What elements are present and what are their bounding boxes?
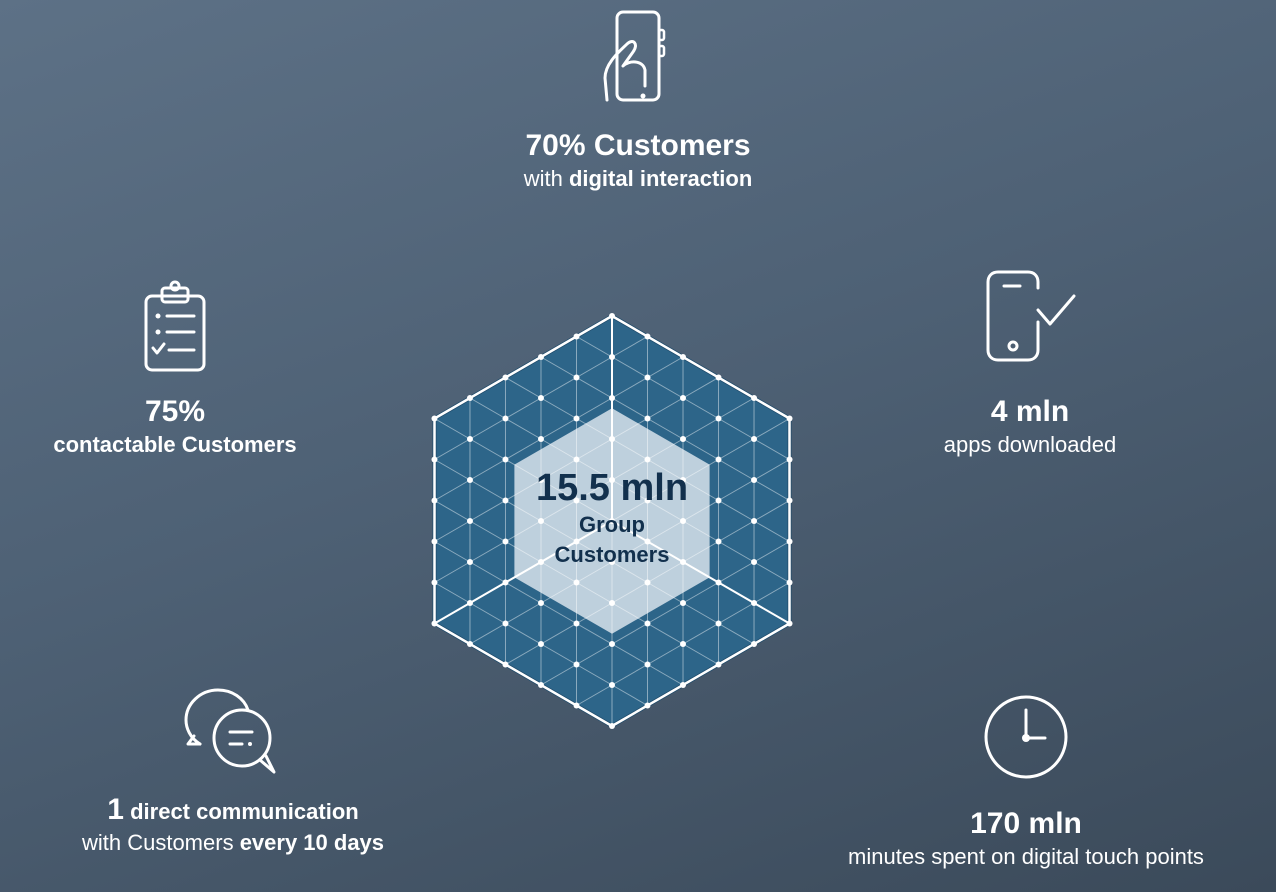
- stat-digital-value: 70% Customers: [525, 129, 751, 162]
- stat-minutes: 170 mln minutes spent on digital touch p…: [776, 690, 1276, 872]
- chat-bubbles-icon: [184, 688, 276, 774]
- stat-apps-desc: apps downloaded: [943, 432, 1117, 457]
- group-customers-label-1: Group: [579, 512, 645, 537]
- stat-communication-value: 1: [107, 793, 124, 826]
- stat-apps-value: 4 mln: [990, 395, 1070, 428]
- phone-tap-icon: [603, 10, 666, 102]
- group-customers-label-2: Customers: [554, 542, 670, 567]
- stat-communication: 1 direct communication with Customers ev…: [18, 678, 448, 858]
- stat-digital-interaction: 70% Customers with digital interaction: [438, 8, 838, 194]
- stat-minutes-desc: minutes spent on digital touch points: [848, 844, 1204, 869]
- stat-contactable-desc: contactable Customers: [53, 432, 297, 457]
- stat-contactable-value: 75%: [144, 395, 206, 428]
- hexagon-grid-graphic: [431, 313, 793, 729]
- stat-contactable: 75% contactable Customers: [10, 278, 340, 460]
- clipboard-checklist-icon: [144, 280, 206, 372]
- stat-communication-desc: with Customers every 10 days: [18, 828, 448, 858]
- clock-icon: [984, 695, 1068, 779]
- stat-digital-bold: digital interaction: [568, 166, 753, 191]
- stat-apps: 4 mln apps downloaded: [880, 266, 1180, 460]
- phone-check-icon: [986, 270, 1076, 362]
- stat-communication-headline: 1 direct communication: [18, 792, 448, 828]
- stat-digital-desc: with digital interaction: [438, 164, 838, 194]
- stat-communication-value-suffix: direct communication: [123, 799, 359, 824]
- stat-digital-prefix: with: [523, 166, 563, 191]
- group-customers-value: 15.5 mln: [535, 467, 689, 509]
- customer-hexagon: [430, 312, 794, 730]
- stat-communication-bold: every 10 days: [239, 830, 385, 855]
- stat-minutes-value: 170 mln: [970, 807, 1082, 840]
- hexagon-center-text: 15.5 mln Group Customers: [430, 466, 794, 570]
- stat-communication-prefix: with Customers: [81, 830, 240, 855]
